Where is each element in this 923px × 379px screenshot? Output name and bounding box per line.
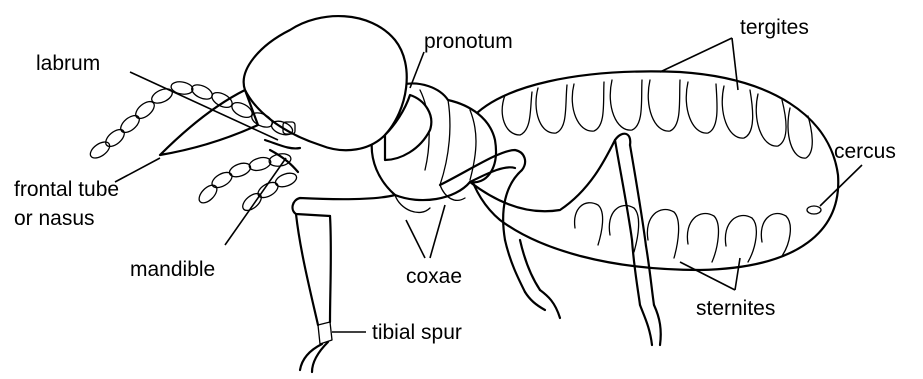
frontal-tube-leader [115,158,160,182]
label-tibial-spur: tibial spur [372,321,462,344]
label-labrum: labrum [36,52,100,75]
head [160,16,431,160]
labrum-shape [265,140,300,148]
label-frontal-tube-line1: frontal tube [14,178,119,201]
label-cercus: cercus [834,140,896,163]
coxae-leader-2 [430,205,445,258]
label-mandible: mandible [130,258,215,281]
label-coxae: coxae [406,265,462,288]
label-frontal-tube-line2: or nasus [14,207,95,230]
label-tergites: tergites [740,16,809,39]
coxae-leader-1 [406,220,425,258]
tergites-leader-1 [660,38,732,72]
label-pronotum: pronotum [424,30,513,53]
label-sternites: sternites [696,297,775,320]
front-leg [293,195,395,372]
